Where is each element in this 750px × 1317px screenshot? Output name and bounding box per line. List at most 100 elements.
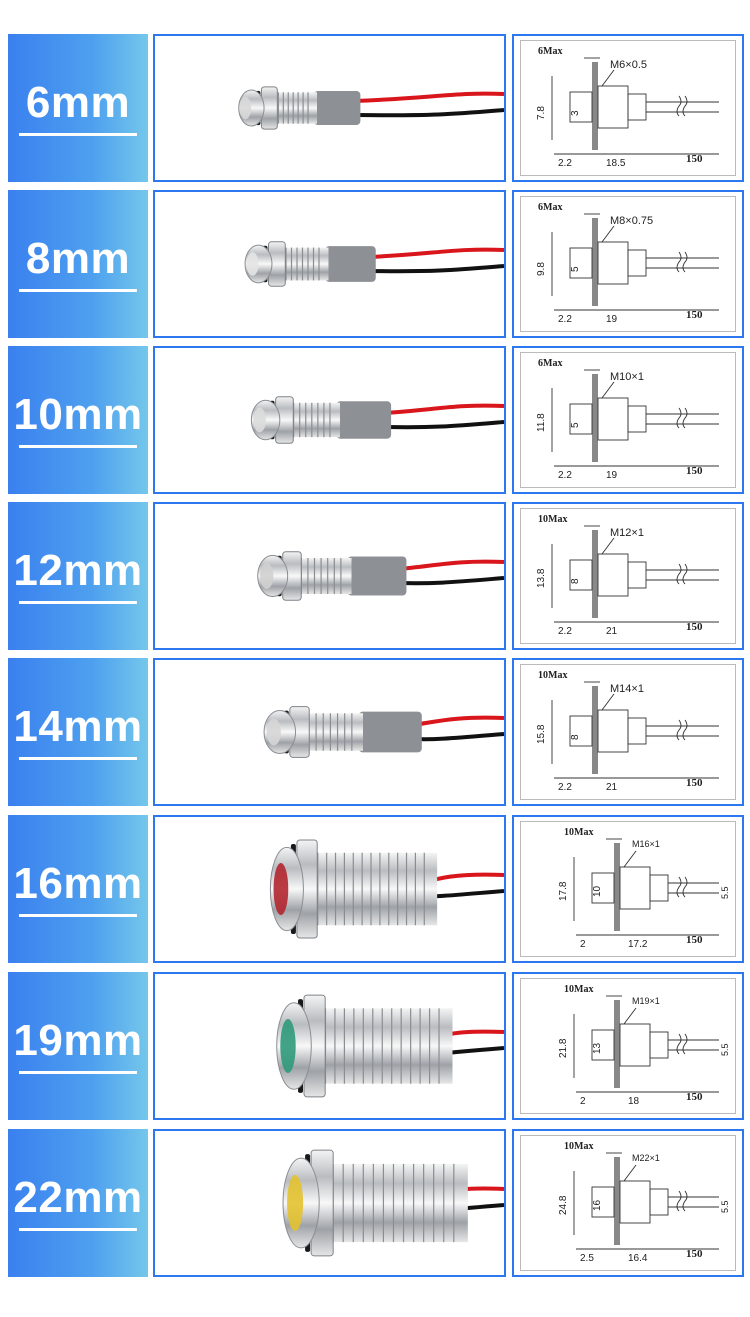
heat-shrink-sleeve xyxy=(325,246,376,282)
rear-outline xyxy=(649,874,669,902)
overall-height: 21.8 xyxy=(558,1038,569,1058)
size-label-underline xyxy=(19,132,137,136)
lens-outline xyxy=(569,715,593,747)
panel-section xyxy=(592,530,598,618)
size-label-underline xyxy=(19,600,137,604)
heat-shrink-sleeve xyxy=(313,90,361,126)
thread-leader xyxy=(623,1164,637,1182)
lens-outline xyxy=(569,247,593,279)
overall-height: 7.8 xyxy=(536,106,547,120)
wire-break xyxy=(676,1190,682,1212)
indicator-photo-illustration xyxy=(238,86,504,130)
indicator-lens xyxy=(266,718,281,746)
wire-break xyxy=(682,1190,688,1212)
panel-max-thickness: 10Max xyxy=(564,1141,593,1152)
size-label-underline xyxy=(19,288,137,292)
body-length: 16.4 xyxy=(628,1253,648,1264)
wire-break xyxy=(676,95,682,117)
wire-break xyxy=(682,563,688,585)
red-wire xyxy=(413,715,504,727)
indicator-lens xyxy=(287,1174,304,1232)
panel-section xyxy=(614,843,620,931)
wire-break xyxy=(682,719,688,741)
product-photo xyxy=(153,502,506,650)
body-length: 19 xyxy=(606,314,618,325)
size-label-panel: 10mm xyxy=(8,346,148,494)
flange-length: 2.2 xyxy=(558,782,572,793)
wire-break xyxy=(682,95,688,117)
panel-section xyxy=(614,1157,620,1245)
size-label: 6mm xyxy=(25,77,131,127)
thread-size: M19×1 xyxy=(632,996,660,1006)
product-photo xyxy=(153,1129,506,1277)
panel-section xyxy=(592,374,598,462)
indicator-photo-illustration xyxy=(244,241,504,287)
dimension-drawing-frame xyxy=(520,1135,736,1271)
lens-diameter: 8 xyxy=(570,578,581,584)
rear-outline xyxy=(627,93,647,121)
size-label-underline xyxy=(19,1070,137,1074)
size-label-panel: 14mm xyxy=(8,658,148,806)
body-length: 18 xyxy=(628,1096,640,1107)
indicator-lens xyxy=(280,1018,296,1074)
thread-leader xyxy=(623,1007,637,1025)
black-wire xyxy=(354,108,504,118)
red-wire xyxy=(354,91,504,103)
wire-diameter: 5.5 xyxy=(720,886,730,899)
flange-length: 2.2 xyxy=(558,158,572,169)
body-outline xyxy=(597,241,629,285)
dimension-drawing-frame xyxy=(520,978,736,1114)
flange-length: 2.2 xyxy=(558,314,572,325)
lens-diameter: 5 xyxy=(570,266,581,272)
body-length: 18.5 xyxy=(606,158,626,169)
dimension-drawing-frame xyxy=(520,821,736,957)
thread-leader xyxy=(601,537,615,555)
wire-length: 150 xyxy=(686,153,703,165)
lens-outline xyxy=(569,559,593,591)
wire-break xyxy=(682,251,688,273)
wire-break xyxy=(682,876,688,898)
product-photo xyxy=(153,190,506,338)
panel-section xyxy=(614,1000,620,1088)
red-wire xyxy=(368,247,504,259)
flange-length: 2.5 xyxy=(580,1253,594,1264)
wire-break xyxy=(676,563,682,585)
indicator-photo-illustration xyxy=(276,994,504,1098)
size-label: 19mm xyxy=(13,1015,143,1065)
rear-outline xyxy=(627,717,647,745)
rear-outline xyxy=(649,1188,669,1216)
product-photo xyxy=(153,972,506,1120)
thread-size: M10×1 xyxy=(610,371,644,383)
size-label: 10mm xyxy=(13,389,143,439)
overall-height: 24.8 xyxy=(558,1195,569,1215)
panel-section xyxy=(592,62,598,150)
wire-break xyxy=(676,251,682,273)
wire-break xyxy=(676,876,682,898)
wire-break xyxy=(682,1033,688,1055)
size-label-panel: 19mm xyxy=(8,972,148,1120)
wire-diameter: 5.5 xyxy=(720,1043,730,1056)
thread-size: M16×1 xyxy=(632,839,660,849)
rear-outline xyxy=(627,249,647,277)
lens-diameter: 5 xyxy=(570,422,581,428)
flange-length: 2 xyxy=(580,1096,586,1107)
dimension-drawing-frame xyxy=(520,196,736,332)
indicator-lens xyxy=(253,407,266,433)
thread-size: M12×1 xyxy=(610,527,644,539)
indicator-photo-illustration xyxy=(269,839,504,939)
body-length: 21 xyxy=(606,626,618,637)
thread-leader xyxy=(601,693,615,711)
